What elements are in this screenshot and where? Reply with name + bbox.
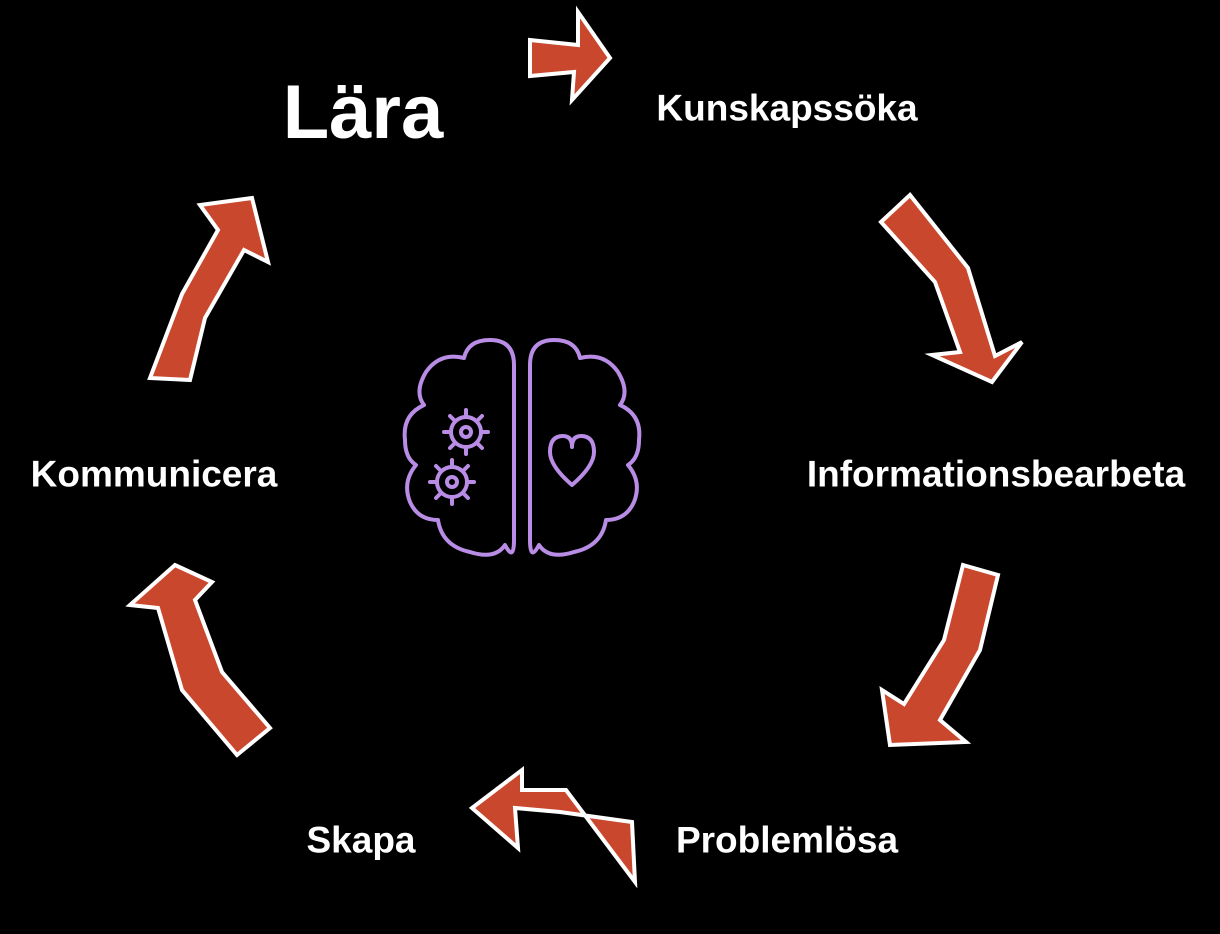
arrow-kunskapssoka-to-informationsbearbeta bbox=[878, 192, 1024, 385]
arrow-problemlosa-to-skapa bbox=[468, 765, 638, 889]
step-informationsbearbeta: Informationsbearbeta bbox=[806, 453, 1186, 495]
cycle-title: Lära bbox=[282, 70, 444, 155]
arrow-informationsbearbeta-to-problemlosa bbox=[879, 562, 1001, 748]
step-problemlosa: Problemlösa bbox=[675, 819, 899, 861]
step-kunskapssoka: Kunskapssöka bbox=[656, 87, 918, 129]
arrow-skapa-to-kommunicera bbox=[125, 562, 273, 758]
brain-gears-heart-icon bbox=[402, 338, 642, 557]
step-kommunicera: Kommunicera bbox=[30, 453, 278, 495]
arrow-kommunicera-to-lara bbox=[147, 195, 271, 383]
arrow-lara-to-kunskapssoka bbox=[528, 5, 613, 106]
step-skapa: Skapa bbox=[306, 819, 416, 861]
